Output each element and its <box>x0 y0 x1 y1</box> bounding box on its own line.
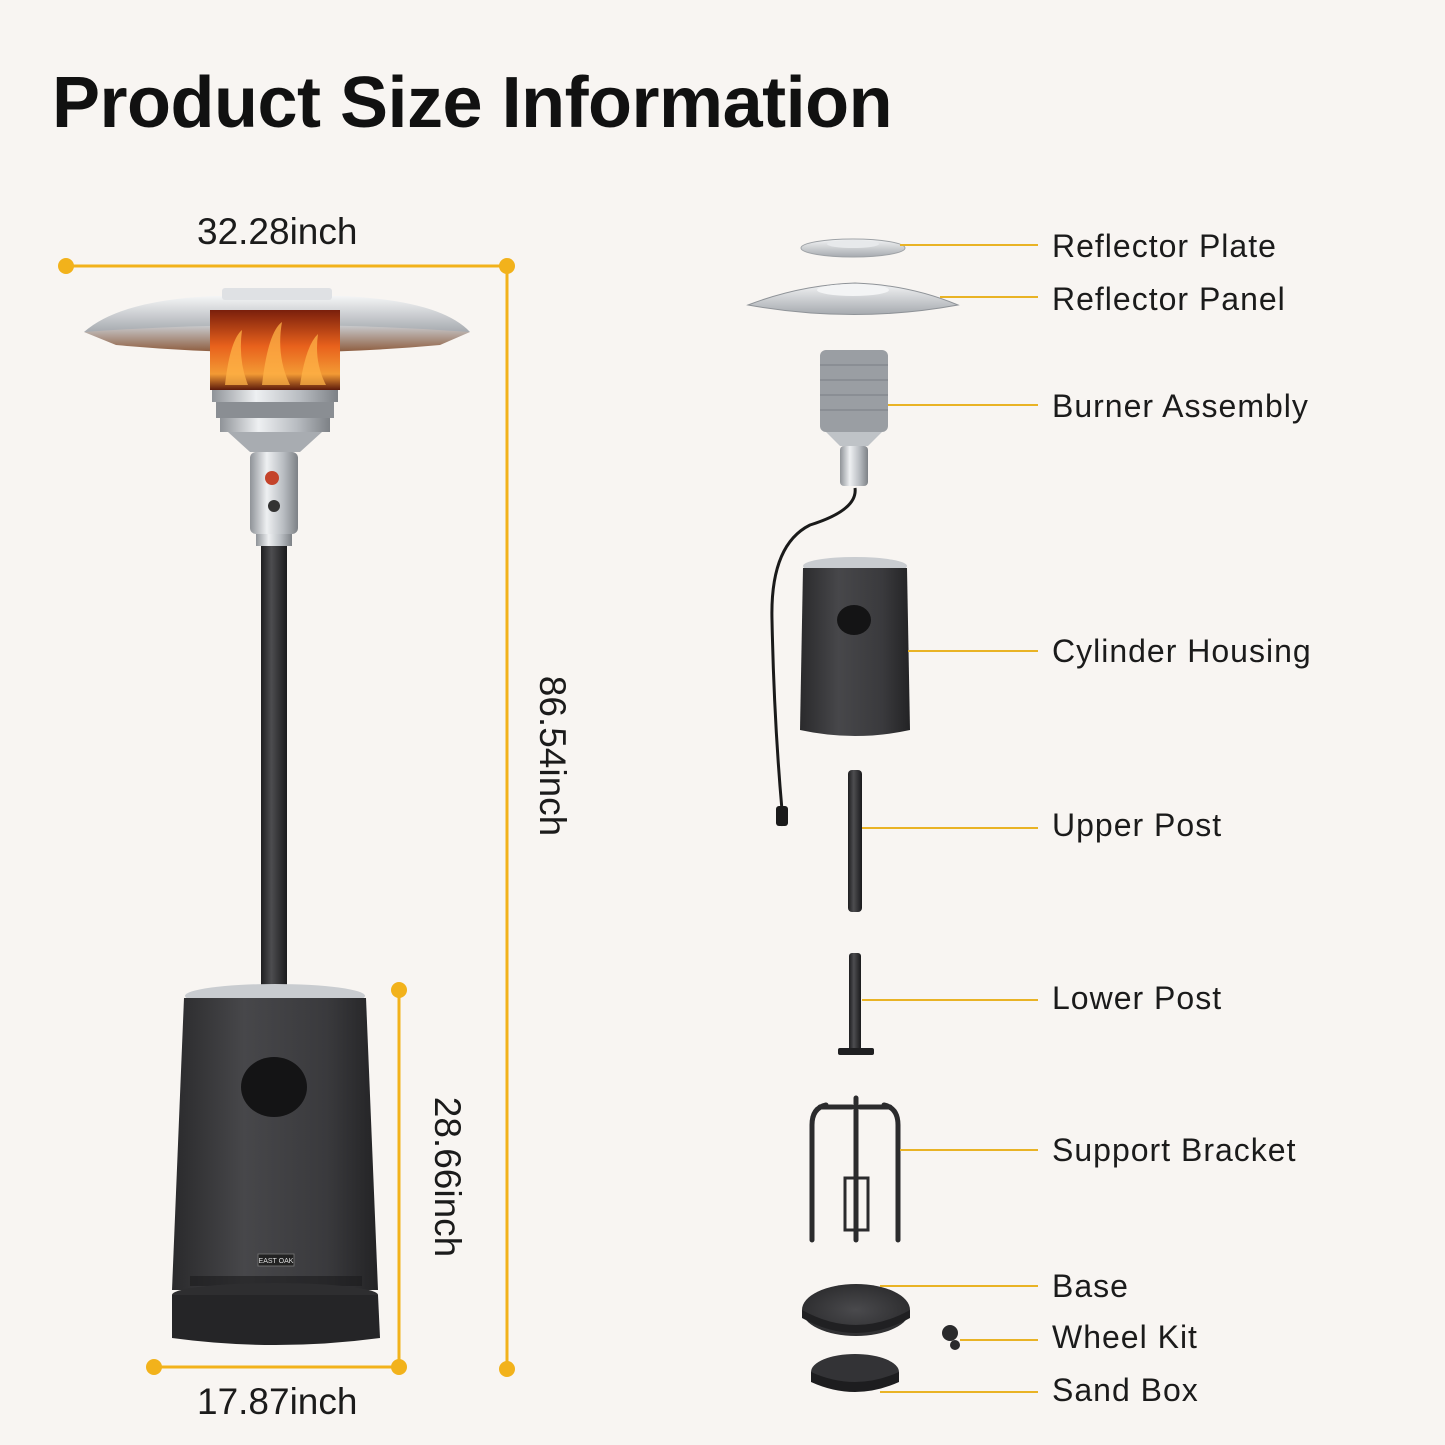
gas-hose <box>770 487 857 827</box>
base-width-dot-left <box>146 1359 162 1375</box>
upper-post-part <box>848 770 862 912</box>
flame-streaks <box>225 322 326 385</box>
brand-badge <box>257 1253 295 1267</box>
part-label-reflector-plate: Reflector Plate <box>1052 228 1277 264</box>
burner-valve-part <box>840 446 868 486</box>
part-label-support-bracket: Support Bracket <box>1052 1132 1297 1168</box>
support-bracket-part <box>809 1095 901 1243</box>
part-label-reflector-panel: Reflector Panel <box>1052 281 1286 317</box>
reflector-cap <box>222 288 332 300</box>
burner-ring-1 <box>212 390 338 402</box>
reflector-panel-part <box>746 282 960 315</box>
total-height-dot-bottom <box>499 1361 515 1377</box>
heater-post <box>261 546 287 986</box>
part-label-sand-box: Sand Box <box>1052 1372 1199 1408</box>
part-label-upper-post: Upper Post <box>1052 807 1223 843</box>
burner-ring-3 <box>220 418 330 432</box>
top-width-dot-left <box>58 258 74 274</box>
page-title: Product Size Information <box>52 63 893 143</box>
cylinder-housing-part <box>800 568 910 736</box>
part-label-burner-assembly: Burner Assembly <box>1052 388 1309 424</box>
part-label-cylinder-housing: Cylinder Housing <box>1052 633 1312 669</box>
burner-cone <box>228 432 322 452</box>
base-width-label: 17.87inch <box>197 1381 358 1422</box>
post-collar <box>256 534 292 546</box>
part-label-wheel-kit: Wheel Kit <box>1052 1319 1198 1355</box>
burner-screen-part <box>820 350 888 432</box>
part-label-base: Base <box>1052 1268 1129 1304</box>
leader-lines <box>862 244 1038 1393</box>
base-height-dot-top <box>391 982 407 998</box>
brand-badge-text: EAST OAK <box>259 1258 294 1265</box>
part-label-lower-post: Lower Post <box>1052 980 1223 1016</box>
wheel-kit-part <box>942 1325 960 1350</box>
heater-base <box>172 1295 380 1345</box>
dimension-lines <box>58 258 515 1377</box>
control-knob <box>265 471 279 485</box>
valve-column <box>250 452 298 534</box>
igniter-button <box>268 500 280 512</box>
vent-holes <box>190 1276 362 1286</box>
lower-post-part <box>849 953 861 1053</box>
exploded-parts <box>746 238 960 1392</box>
housing-window <box>241 1057 307 1117</box>
assembled-heater: EAST OAK <box>84 288 470 1345</box>
burner-ring-2 <box>216 402 334 418</box>
housing-body <box>172 998 378 1290</box>
top-width-label: 32.28inch <box>197 211 358 252</box>
